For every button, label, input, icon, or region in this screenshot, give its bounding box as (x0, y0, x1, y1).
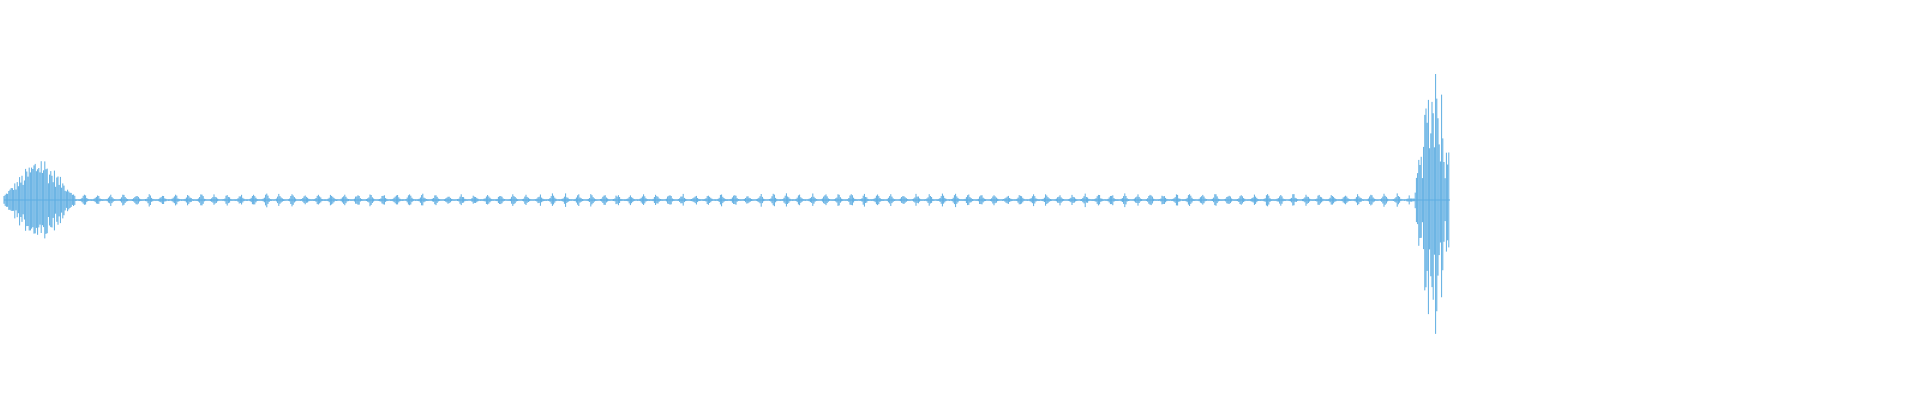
waveform-bars (3, 74, 1450, 334)
